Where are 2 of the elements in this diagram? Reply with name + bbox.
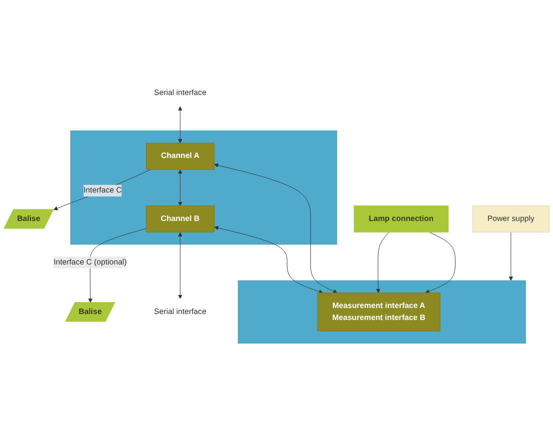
cluster bbox=[238, 280, 526, 344]
cluster bbox=[70, 130, 338, 245]
